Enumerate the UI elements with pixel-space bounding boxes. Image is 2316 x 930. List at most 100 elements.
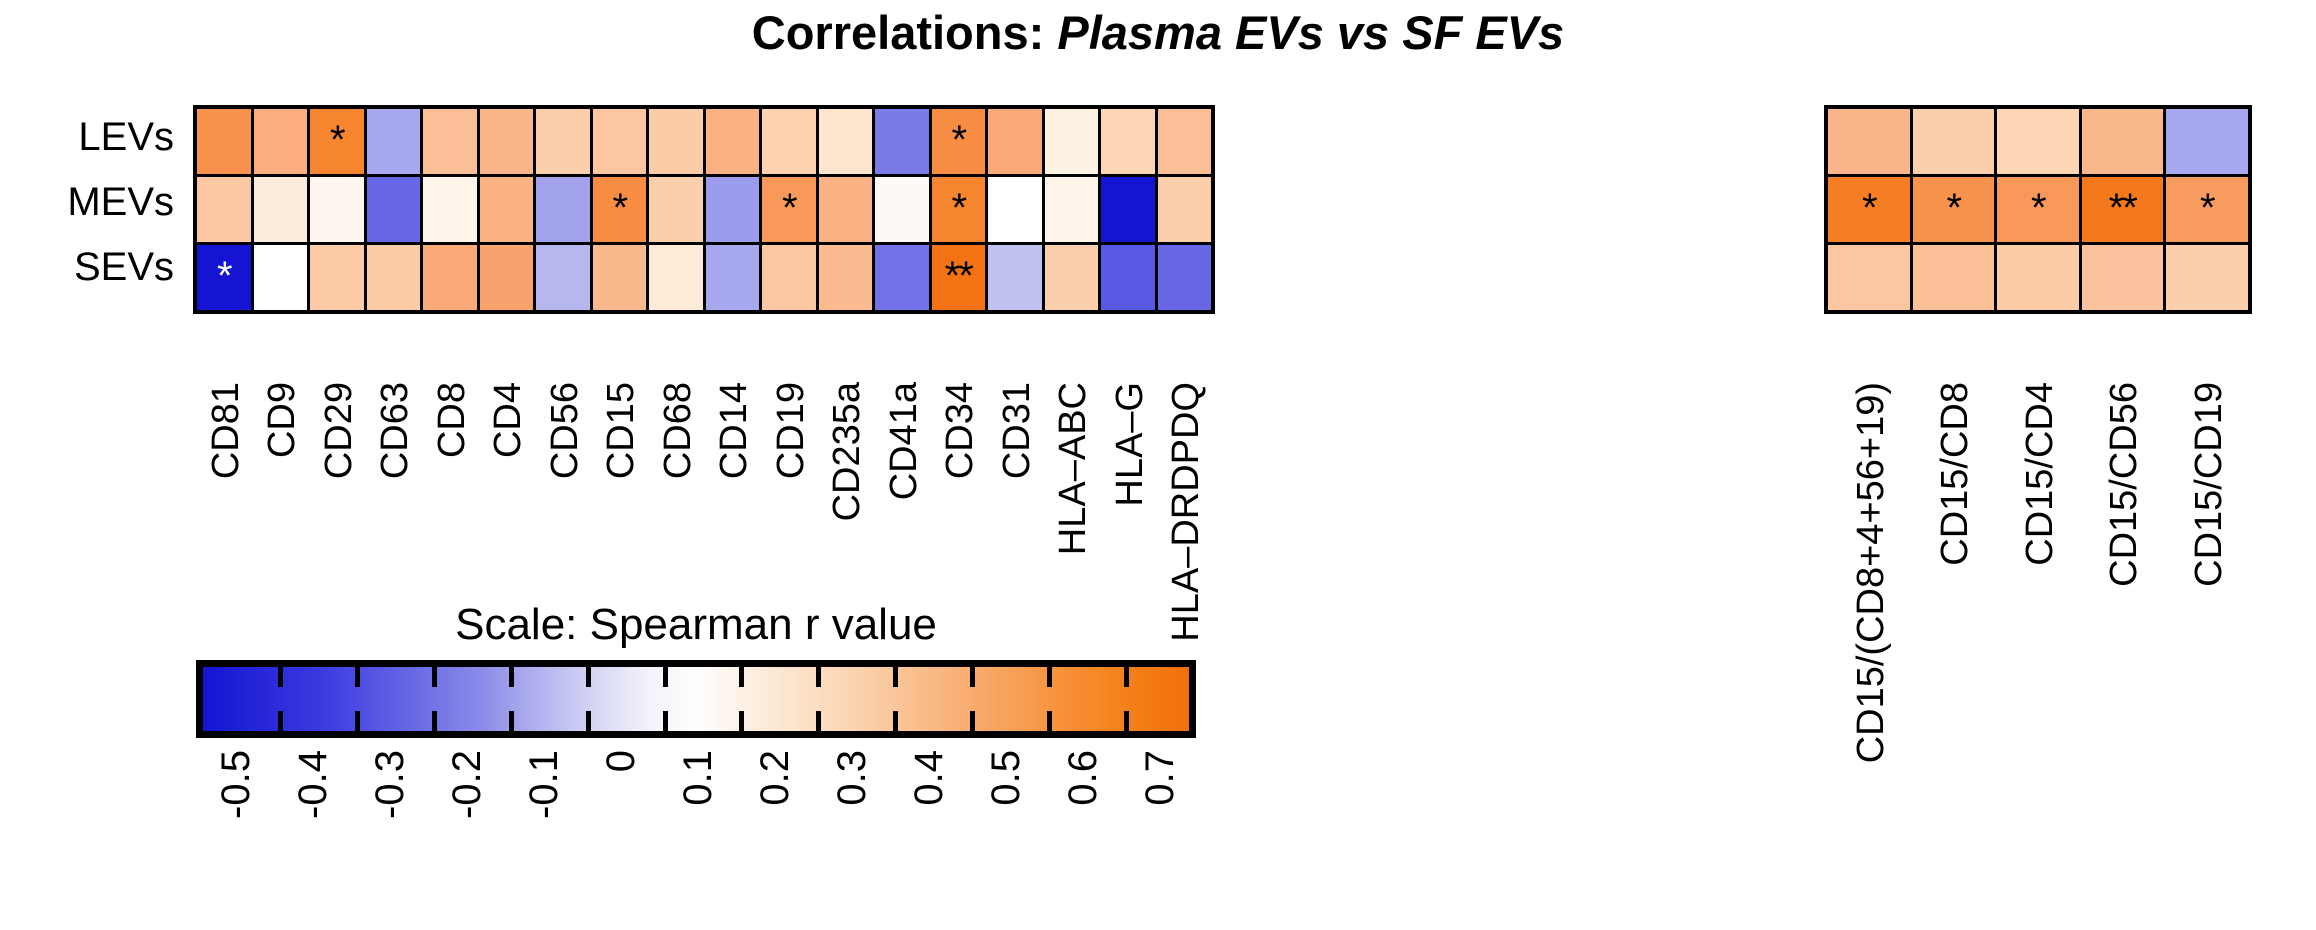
heatmap-cell (479, 109, 533, 174)
column-label: CD14 (713, 382, 756, 480)
colorbar-tick (431, 711, 437, 731)
heatmap-cell (423, 109, 477, 174)
heatmap-cell (1912, 245, 1994, 310)
colorbar-tick (893, 667, 899, 687)
heatmap-cell (875, 109, 929, 174)
heatmap-cell (310, 177, 364, 242)
heatmap-cell (1828, 109, 1910, 174)
column-label: CD68 (656, 382, 699, 480)
column-label: CD8 (430, 382, 473, 459)
significance-marker: * (2199, 185, 2216, 230)
column-label: CD15/CD8 (1934, 382, 1977, 566)
heatmap-cell (875, 245, 929, 310)
significance-marker: * (329, 117, 346, 162)
heatmap-cell (2166, 245, 2248, 310)
colorbar-tick-label: -0.1 (522, 750, 567, 819)
colorbar-tick (662, 667, 668, 687)
column-label: CD4 (487, 382, 530, 459)
colorbar-tick-label: 0.1 (676, 750, 720, 806)
heatmap-cell (1828, 245, 1910, 310)
heatmap-cell: * (1912, 177, 1994, 242)
colorbar-tick (1124, 667, 1130, 687)
colorbar-tick (354, 667, 360, 687)
colorbar-tick (816, 667, 822, 687)
heatmap-cell (479, 245, 533, 310)
heatmap-cell (875, 177, 929, 242)
colorbar-tick-label: 0.5 (983, 750, 1028, 806)
colorbar-tick (893, 711, 899, 731)
column-label: CD15/CD19 (2187, 382, 2230, 587)
colorbar-tick (277, 711, 283, 731)
column-label: CD31 (995, 382, 1038, 480)
significance-marker: * (1861, 185, 1878, 230)
heatmap-cell (2081, 109, 2163, 174)
column-label: CD29 (317, 382, 360, 480)
heatmap-cell (536, 109, 590, 174)
colorbar-tick (585, 711, 591, 731)
heatmap-cell: ** (2081, 177, 2163, 242)
heatmap-cell (988, 177, 1042, 242)
column-label: CD81 (204, 382, 247, 480)
heatmap-cell (253, 245, 307, 310)
heatmap-grid-ratios: ****** (1824, 105, 2252, 314)
heatmap-cell (536, 245, 590, 310)
heatmap-cell (253, 177, 307, 242)
significance-marker: * (216, 253, 233, 298)
heatmap-cell (2166, 109, 2248, 174)
significance-marker: * (612, 185, 628, 230)
column-label: CD63 (374, 382, 417, 480)
colorbar-tick (662, 711, 668, 731)
colorbar-tick (1047, 667, 1053, 687)
significance-marker: * (951, 185, 967, 230)
colorbar-tick (739, 711, 745, 731)
heatmap-cell (423, 177, 477, 242)
colorbar-tick-label: 0.7 (1137, 750, 1182, 806)
significance-marker: * (2030, 185, 2047, 230)
column-label: CD15/CD4 (2018, 382, 2061, 566)
significance-marker: ** (944, 253, 974, 298)
colorbar-tick-label: -0.2 (445, 750, 490, 819)
column-label: HLA–ABC (1052, 382, 1095, 556)
figure-title: Correlations: Plasma EVs vs SF EVs (0, 4, 2316, 62)
heatmap-cell (592, 109, 646, 174)
heatmap-cell (1044, 177, 1098, 242)
heatmap-cell (197, 109, 251, 174)
heatmap-cell (1157, 245, 1211, 310)
colorbar-tick (1047, 711, 1053, 731)
title-emphasis: Plasma EVs vs SF EVs (1057, 6, 1565, 59)
column-label: CD41a (882, 382, 925, 501)
heatmap-cell: * (197, 245, 251, 310)
colorbar-tick (970, 667, 976, 687)
heatmap-cell (649, 245, 703, 310)
colorbar-tick (585, 667, 591, 687)
heatmap-cell (536, 177, 590, 242)
heatmap-cell: * (762, 177, 816, 242)
heatmap-cell (1157, 177, 1211, 242)
column-label: CD15 (600, 382, 643, 480)
heatmap-cell (366, 245, 420, 310)
heatmap-cell (762, 245, 816, 310)
colorbar-tick-label: 0 (599, 750, 644, 773)
colorbar-tick (970, 711, 976, 731)
heatmap-cell (649, 177, 703, 242)
colorbar-title: Scale: Spearman r value (455, 600, 937, 649)
colorbar-tick (816, 711, 822, 731)
heatmap-cell: * (2166, 177, 2248, 242)
heatmap-cell (1997, 245, 2079, 310)
column-label: CD15/(CD8+4+56+19) (1849, 382, 1892, 764)
significance-marker: * (1946, 185, 1962, 230)
colorbar-tick (277, 667, 283, 687)
heatmap-cell: * (931, 109, 985, 174)
colorbar-tick-label: -0.3 (368, 750, 413, 819)
colorbar-gradient (203, 667, 1189, 731)
colorbar-tick-label: -0.5 (214, 750, 259, 819)
title-prefix: Correlations: (751, 6, 1045, 59)
heatmap-cell (705, 177, 759, 242)
row-label-sevs: SEVs (73, 245, 174, 289)
heatmap-cell (705, 109, 759, 174)
column-label: CD56 (543, 382, 586, 480)
row-label-levs: LEVs (78, 115, 174, 159)
